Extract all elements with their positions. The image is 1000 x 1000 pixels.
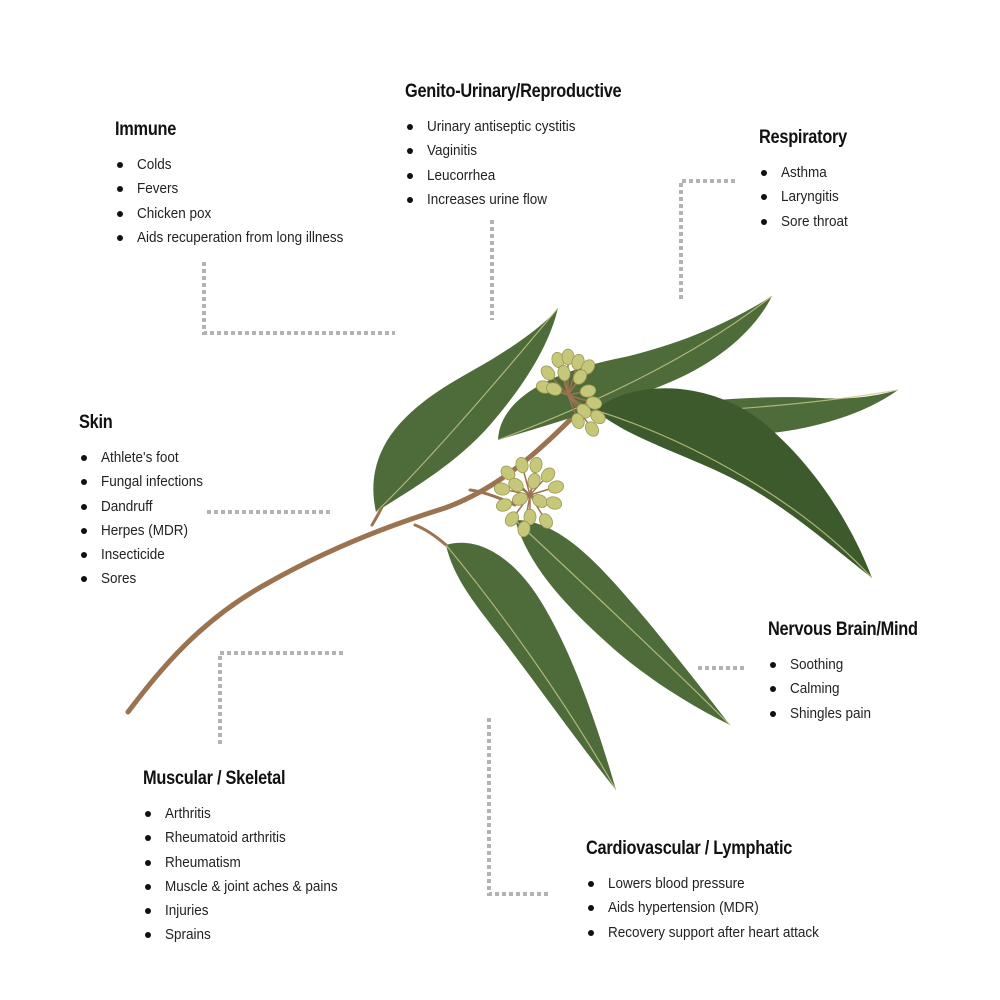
category-muscular-skeletal: Muscular / Skeletal Arthritis Rheumatoid… [143,768,357,948]
list-item: Herpes (MDR) [80,519,214,543]
category-genito-urinary: Genito-Urinary/Reproductive Urinary anti… [405,81,657,212]
flower-bud [584,421,600,437]
flower-bud [547,480,565,494]
list-item: Calming [769,677,942,701]
leaf-midrib [594,409,873,579]
category-cardiovascular: Cardiovascular / Lymphatic Lowers blood … [586,838,842,945]
list-item: Fevers [116,177,366,201]
connector-cardio [487,718,548,896]
flower-bud [523,508,537,526]
list-item: Chicken pox [116,202,366,226]
list-item: Injuries [145,899,357,923]
list-item: Sore throat [760,210,861,234]
flower-bud [546,382,562,396]
category-title: Cardiovascular / Lymphatic [586,838,793,859]
flower-bud [493,482,511,496]
leaf-lower-right [515,520,730,725]
list-item: Soothing [769,653,942,677]
bud-cluster-lower [493,456,565,538]
category-skin: Skin Athlete's foot Fungal infections Da… [79,412,214,592]
leaf-midrib [445,544,617,791]
flower-bud [545,496,563,510]
flower-bud [504,511,520,527]
leaf-top-right [498,296,772,440]
connector-respiratory [679,179,735,302]
category-title: Genito-Urinary/Reproductive [405,81,622,102]
flower-bud [508,477,524,493]
category-title: Respiratory [759,127,847,148]
category-title: Nervous Brain/Mind [768,619,918,640]
list-item: Colds [116,153,366,177]
flower-bud [585,396,603,410]
list-item: Asthma [760,161,861,185]
list-item: Aids hypertension (MDR) [587,896,842,920]
list-item: Vaginitis [407,139,657,163]
list-item: Athlete's foot [80,446,214,470]
list-item: Arthritis [145,802,357,826]
flower-bud [515,456,529,474]
list-item: Leucorrhea [407,164,657,188]
list-item: Shingles pain [769,702,942,726]
connector-muscular [218,651,343,745]
bud-cluster-upper [535,348,606,437]
flower-bud [557,364,571,382]
list-item: Muscle & joint aches & pains [145,875,357,899]
flower-bud [571,413,585,429]
flower-bud [590,409,606,425]
flower-bud [517,520,531,538]
list-item: Laryngitis [760,185,861,209]
flower-bud [579,384,597,398]
flower-bud [539,513,553,529]
list-item: Rheumatism [145,851,357,875]
category-list: Colds Fevers Chicken pox Aids recuperati… [115,153,366,250]
flower-bud [532,494,548,508]
list-item: Insecticide [80,543,214,567]
list-item: Sores [80,567,214,591]
list-item: Dandruff [80,495,214,519]
connector-immune [202,262,395,335]
flower-bud [540,365,556,381]
flower-bud [572,369,588,385]
branch-stem-lower [413,523,448,547]
category-list: Lowers blood pressure Aids hypertension … [586,872,842,945]
category-list: Soothing Calming Shingles pain [768,653,942,726]
category-title: Immune [115,119,177,140]
list-item: Recovery support after heart attack [587,921,842,945]
connector-lines [202,179,747,896]
leaves [373,295,899,791]
flower-bud [527,472,541,490]
flower-bud [496,498,512,512]
list-item: Urinary antiseptic cystitis [407,115,657,139]
flower-bud [540,467,556,483]
flower-bud [512,492,528,506]
list-item: Aids recuperation from long illness [116,226,366,250]
leaf-midrib [375,307,559,513]
flower-bud [529,456,543,474]
category-title: Muscular / Skeletal [143,768,286,789]
leaf-upper-left [373,308,558,512]
list-item: Fungal infections [80,470,214,494]
list-item: Sprains [145,923,357,947]
category-immune: Immune Colds Fevers Chicken pox Aids rec… [115,119,366,250]
category-respiratory: Respiratory Asthma Laryngitis Sore throa… [759,127,861,234]
list-item: Rheumatoid arthritis [145,826,357,850]
leaf-midrib [497,295,773,441]
leaf-lower-middle [446,542,616,790]
category-list: Urinary antiseptic cystitis Vaginitis Le… [405,115,657,212]
list-item: Lowers blood pressure [587,872,842,896]
category-list: Arthritis Rheumatoid arthritis Rheumatis… [143,802,357,948]
category-title: Skin [79,412,113,433]
category-list: Asthma Laryngitis Sore throat [759,161,861,234]
list-item: Increases urine flow [407,188,657,212]
leaf-midrib [514,519,731,726]
category-list: Athlete's foot Fungal infections Dandruf… [79,446,214,592]
category-nervous: Nervous Brain/Mind Soothing Calming Shin… [768,619,942,726]
